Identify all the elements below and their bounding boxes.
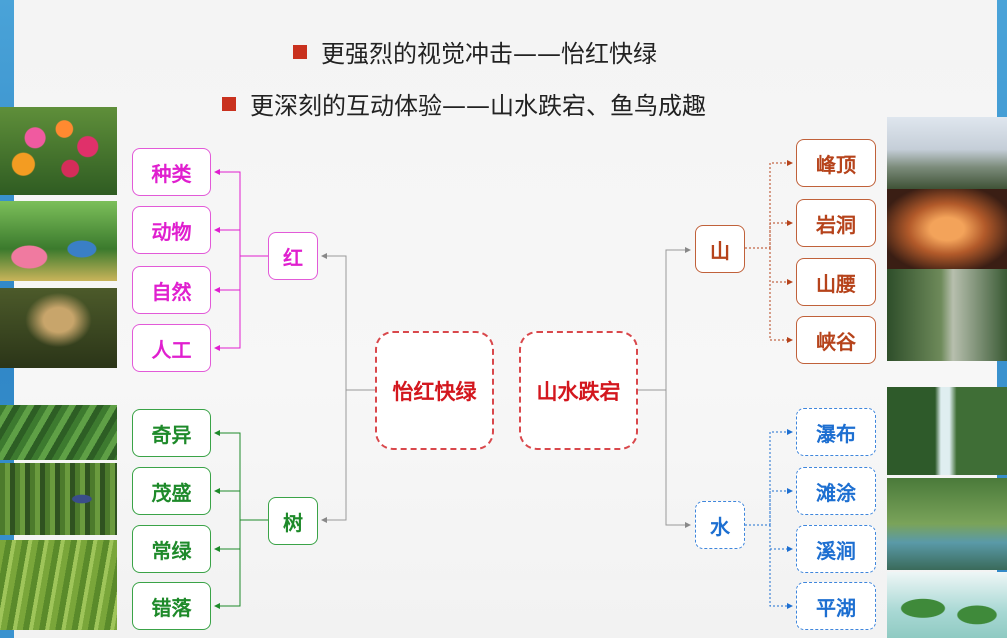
bullet-line-2: 更深刻的互动体验——山水跌宕、鱼鸟成趣 [222,86,706,121]
moss-forest-photo [0,540,117,630]
canyon-photo [887,269,1007,361]
center-node-left: 怡红快绿 [375,331,494,450]
cave-photo [887,189,1007,269]
leaf-node-water-3: 溪涧 [796,525,876,573]
leaf-node-red-1: 种类 [132,148,211,196]
leaf-node-mountain-2: 岩洞 [796,199,876,247]
center-node-right: 山水跌宕 [519,331,638,450]
bullet-square-icon [222,96,236,111]
bullet-square-icon [293,44,307,59]
leaf-node-tree-1: 奇异 [132,409,211,457]
stream-photo [887,478,1007,570]
leaf-node-water-2: 滩涂 [796,467,876,515]
leaf-node-mountain-1: 峰顶 [796,139,876,187]
leaf-node-mountain-4: 峡谷 [796,316,876,364]
mountain-peak-photo [887,117,1007,189]
group-node-tree: 树 [268,497,318,545]
flower-garden-photo [0,107,117,195]
bullet-line-1: 更强烈的视觉冲击——怡红快绿 [293,34,657,69]
leaf-node-red-2: 动物 [132,206,211,254]
bullet-text-2: 更深刻的互动体验——山水跌宕、鱼鸟成趣 [250,92,706,120]
leaf-node-tree-3: 常绿 [132,525,211,573]
leaf-node-tree-4: 错落 [132,582,211,630]
leaf-node-red-4: 人工 [132,324,211,372]
lake-photo [887,572,1007,638]
group-node-red: 红 [268,232,318,280]
leaf-node-water-1: 瀑布 [796,408,876,456]
exotic-plants-photo [0,405,117,460]
leaf-node-water-4: 平湖 [796,582,876,630]
leaf-node-tree-2: 茂盛 [132,467,211,515]
lush-forest-photo [0,463,117,535]
waterfall-photo [887,387,1007,475]
forest-canopy-photo [0,288,117,368]
flamingo-garden-photo [0,201,117,281]
bullet-text-1: 更强烈的视觉冲击——怡红快绿 [321,40,657,68]
leaf-node-red-3: 自然 [132,266,211,314]
group-node-mountain: 山 [695,225,745,273]
group-node-water: 水 [695,501,745,549]
leaf-node-mountain-3: 山腰 [796,258,876,306]
